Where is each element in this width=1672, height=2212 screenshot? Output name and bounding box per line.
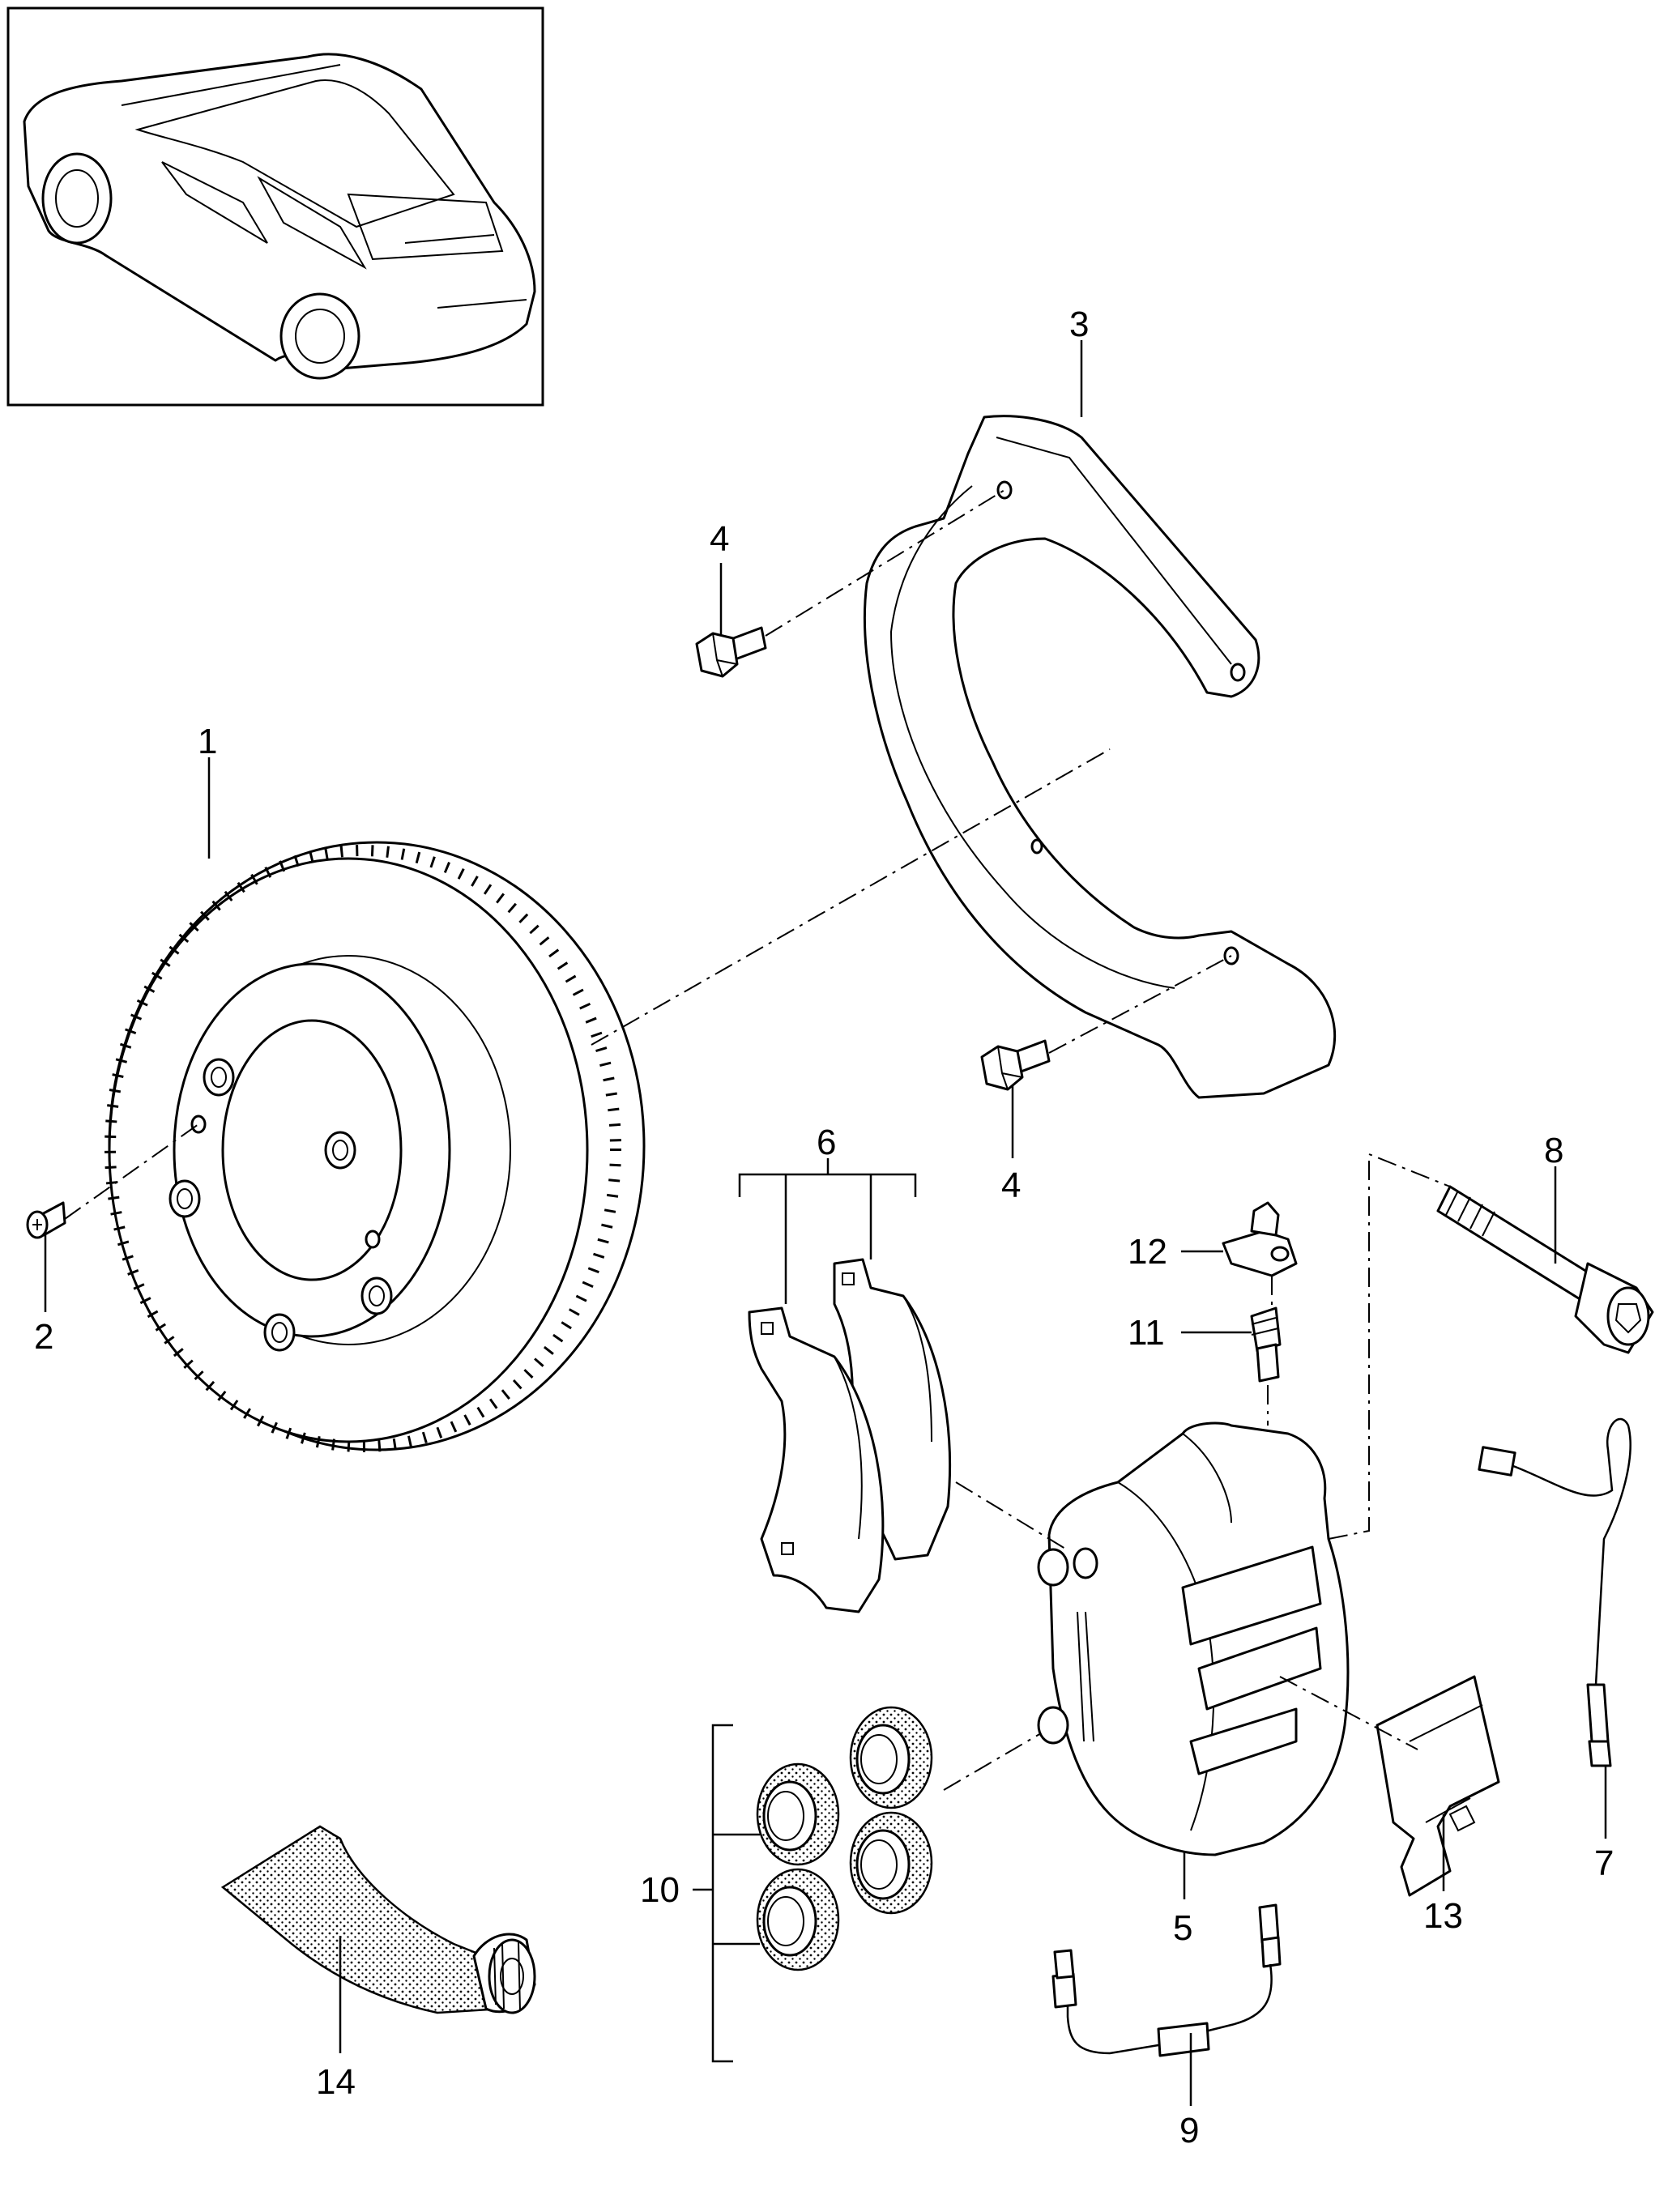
callout-7: 7 — [1594, 1843, 1614, 1883]
callout-1: 1 — [198, 722, 217, 761]
callout-4-upper: 4 — [710, 519, 729, 559]
callout-11: 11 — [1128, 1313, 1165, 1353]
spreader-spring — [1376, 1675, 1500, 1897]
countersunk-screw — [26, 1201, 66, 1239]
callout-13: 13 — [1423, 1896, 1463, 1936]
assembly-lines — [64, 489, 1451, 1791]
brake-pads — [738, 1158, 952, 1613]
bleeder-cap — [1222, 1201, 1298, 1277]
callout-2: 2 — [34, 1317, 53, 1357]
callout-labels: 1 2 3 4 4 5 6 7 8 9 10 11 12 13 14 — [34, 305, 1614, 2150]
leader-lines — [44, 340, 1607, 2106]
brake-hose — [1051, 1903, 1282, 2057]
brake-disc — [104, 841, 646, 1452]
dust-shield — [863, 415, 1337, 1099]
piston-seals — [693, 1706, 933, 2063]
callout-3: 3 — [1069, 305, 1089, 344]
hex-bolt-upper — [695, 626, 767, 678]
callout-12: 12 — [1128, 1232, 1167, 1272]
callout-8: 8 — [1544, 1131, 1563, 1170]
callout-5: 5 — [1173, 1908, 1192, 1948]
callout-10: 10 — [640, 1870, 680, 1910]
vehicle-thumbnail — [6, 6, 544, 407]
brake-caliper — [1037, 1421, 1350, 1856]
hex-bolt-lower — [980, 1039, 1051, 1091]
callout-9: 9 — [1179, 2111, 1199, 2150]
grease-tube — [220, 1825, 536, 2014]
wear-sensor — [1478, 1417, 1631, 1767]
callout-4-lower: 4 — [1001, 1166, 1021, 1205]
caliper-bolt — [1436, 1185, 1654, 1354]
callout-6: 6 — [817, 1123, 836, 1162]
callout-14: 14 — [316, 2062, 356, 2102]
bleeder-valve — [1250, 1306, 1282, 1383]
